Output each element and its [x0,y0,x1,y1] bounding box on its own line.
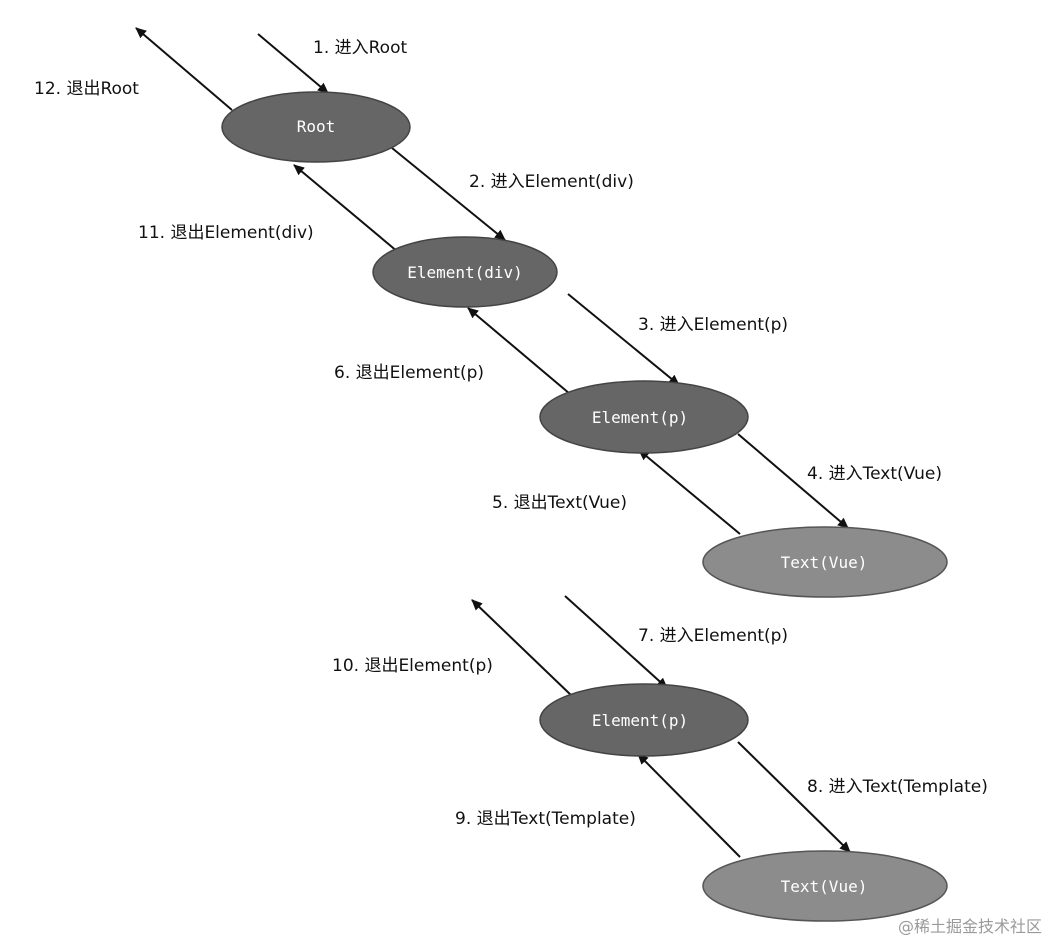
node-root: Root [221,91,411,163]
node-label: Root [297,117,336,136]
edge-label-7: 7. 进入Element(p) [638,626,788,646]
edge-label-9: 9. 退出Text(Template) [455,809,636,829]
node-text-vue: Text(Vue) [702,850,948,922]
node-element-div: Element(div) [372,236,558,308]
arrow-3-enter-element-p [567,293,680,386]
arrow-2-enter-element-div [391,147,506,241]
edge-label-5: 5. 退出Text(Vue) [492,493,627,513]
arrow-6-exit-element-p [467,307,571,395]
edge-label-12: 12. 退出Root [34,79,139,99]
arrows [135,27,851,858]
edge-label-11: 11. 退出Element(div) [138,223,314,243]
edge-labels: 1. 进入Root 12. 退出Root 2. 进入Element(div) 1… [34,38,988,829]
node-label: Element(div) [407,263,523,282]
node-text-vue: Text(Vue) [702,526,948,598]
edge-label-6: 6. 退出Element(p) [334,363,484,383]
edge-label-10: 10. 退出Element(p) [332,656,493,676]
node-label: Text(Vue) [781,877,868,896]
edge-label-3: 3. 进入Element(p) [638,315,788,335]
arrow-8-enter-text-template [737,741,851,853]
node-label: Text(Vue) [781,553,868,572]
arrow-12-exit-root [135,27,233,111]
arrow-9-exit-text-template [637,753,741,858]
edge-label-8: 8. 进入Text(Template) [807,777,988,797]
node-label: Element(p) [592,408,688,427]
arrow-5-exit-text-vue [638,449,741,535]
edge-label-1: 1. 进入Root [313,38,407,58]
node-element-p: Element(p) [539,380,749,454]
edge-label-2: 2. 进入Element(div) [469,172,634,192]
arrow-7-enter-element-p [564,595,668,689]
watermark: @稀土掘金技术社区 [898,917,1042,936]
arrow-1-enter-root [257,33,329,94]
arrow-10-exit-element-p [471,599,574,698]
nodes: Root Element(div) Element(p) Text(Vue) E… [221,91,948,922]
arrow-11-exit-element-div [293,164,399,253]
arrow-4-enter-text-vue [737,433,849,529]
edge-label-4: 4. 进入Text(Vue) [807,464,942,484]
node-label: Element(p) [592,711,688,730]
node-element-p: Element(p) [539,683,749,757]
